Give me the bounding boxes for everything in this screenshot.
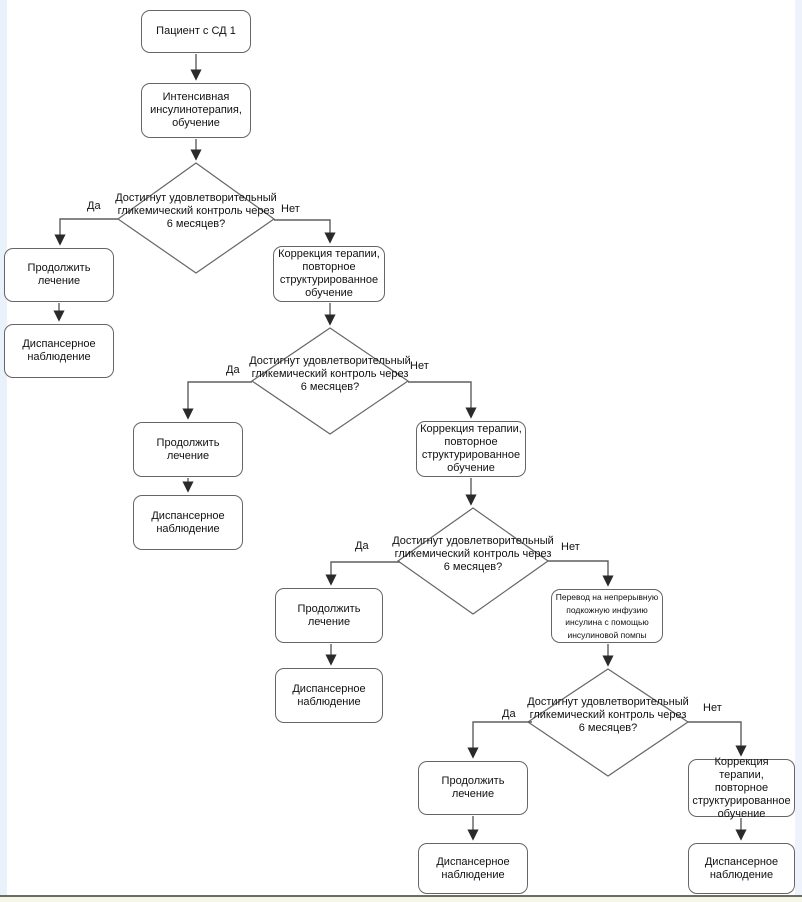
node-correction-1[interactable]: Коррекция терапии, повторное структуриро… xyxy=(273,246,385,302)
node-decision-4-label: Достигнут удовлетворительный гликемическ… xyxy=(527,696,689,734)
node-decision-2-shape[interactable] xyxy=(250,327,410,435)
node-observation-3[interactable]: Диспансерное наблюдение xyxy=(275,668,383,723)
node-decision-1-shape[interactable] xyxy=(116,162,276,274)
node-continue-treatment-4[interactable]: Продолжить лечение xyxy=(418,761,528,815)
connector-d2-yes xyxy=(182,381,252,420)
connector-d1-yes xyxy=(54,218,118,246)
node-observation-2[interactable]: Диспансерное наблюдение xyxy=(133,495,243,550)
node-observation-4-label: Диспансерное наблюдение xyxy=(436,855,510,881)
connector-d3-no xyxy=(548,560,614,587)
node-decision-2-label: Достигнут удовлетворительный гликемическ… xyxy=(249,355,411,393)
left-gutter xyxy=(0,0,7,895)
bottom-strip xyxy=(0,897,802,902)
node-pump-label: Перевод на непрерывную подкожную инфузию… xyxy=(555,592,659,640)
node-observation-1-label: Диспансерное наблюдение xyxy=(22,338,96,363)
edge-label-yes-3: Да xyxy=(355,540,369,552)
node-continue-2-label: Продолжить лечение xyxy=(156,436,220,462)
edge-label-no-2: Нет xyxy=(410,360,429,372)
node-insulin-pump[interactable]: Перевод на непрерывную подкожную инфузию… xyxy=(551,589,663,643)
node-observation-5[interactable]: Диспансерное наблюдение xyxy=(688,843,795,894)
connector-d2-no xyxy=(408,381,477,419)
node-continue-treatment-1[interactable]: Продолжить лечение xyxy=(4,248,114,302)
node-continue-3-label: Продолжить лечение xyxy=(297,602,361,628)
connector-d4-yes xyxy=(467,721,532,759)
edge-label-no-1: Нет xyxy=(281,203,300,215)
edge-label-no-3: Нет xyxy=(561,541,580,553)
node-intensive-label: Интенсивная инсулинотерапия, обучение xyxy=(150,91,242,129)
node-decision-4-shape[interactable] xyxy=(526,668,690,777)
node-observation-1[interactable]: Диспансерное наблюдение xyxy=(4,324,114,378)
node-decision-1-label: Достигнут удовлетворительный гликемическ… xyxy=(115,192,277,230)
node-correction-3-label: Коррекция терапии, повторное структуриро… xyxy=(692,755,791,820)
node-observation-4[interactable]: Диспансерное наблюдение xyxy=(418,843,528,894)
connector-d1-no xyxy=(274,219,336,244)
right-gutter xyxy=(795,0,802,895)
node-decision-3-label: Достигнут удовлетворительный гликемическ… xyxy=(392,535,554,573)
node-continue-4-label: Продолжить лечение xyxy=(441,775,505,800)
node-correction-3[interactable]: Коррекция терапии, повторное структуриро… xyxy=(688,756,795,820)
node-observation-5-label: Диспансерное наблюдение xyxy=(704,855,779,881)
connector-d4-no xyxy=(688,721,747,757)
node-start-label: Пациент с СД 1 xyxy=(156,25,236,37)
node-continue-treatment-2[interactable]: Продолжить лечение xyxy=(133,422,243,477)
node-correction-1-label: Коррекция терапии, повторное структуриро… xyxy=(278,248,380,299)
node-intensive-therapy[interactable]: Интенсивная инсулинотерапия, обучение xyxy=(141,83,251,138)
node-start[interactable]: Пациент с СД 1 xyxy=(141,10,251,53)
node-correction-2[interactable]: Коррекция терапии, повторное структуриро… xyxy=(416,421,526,477)
connector-d3-yes xyxy=(325,561,400,586)
node-observation-2-label: Диспансерное наблюдение xyxy=(151,509,225,535)
node-observation-3-label: Диспансерное наблюдение xyxy=(292,682,366,708)
edge-label-no-4: Нет xyxy=(703,702,722,714)
edge-label-yes-4: Да xyxy=(502,708,516,720)
node-decision-3-shape[interactable] xyxy=(396,507,550,615)
edge-label-yes-2: Да xyxy=(226,364,240,376)
edge-label-yes-1: Да xyxy=(87,200,101,212)
node-continue-1-label: Продолжить лечение xyxy=(27,262,91,287)
node-correction-2-label: Коррекция терапии, повторное структуриро… xyxy=(420,423,522,474)
node-continue-treatment-3[interactable]: Продолжить лечение xyxy=(275,588,383,643)
bottom-divider xyxy=(0,895,802,897)
